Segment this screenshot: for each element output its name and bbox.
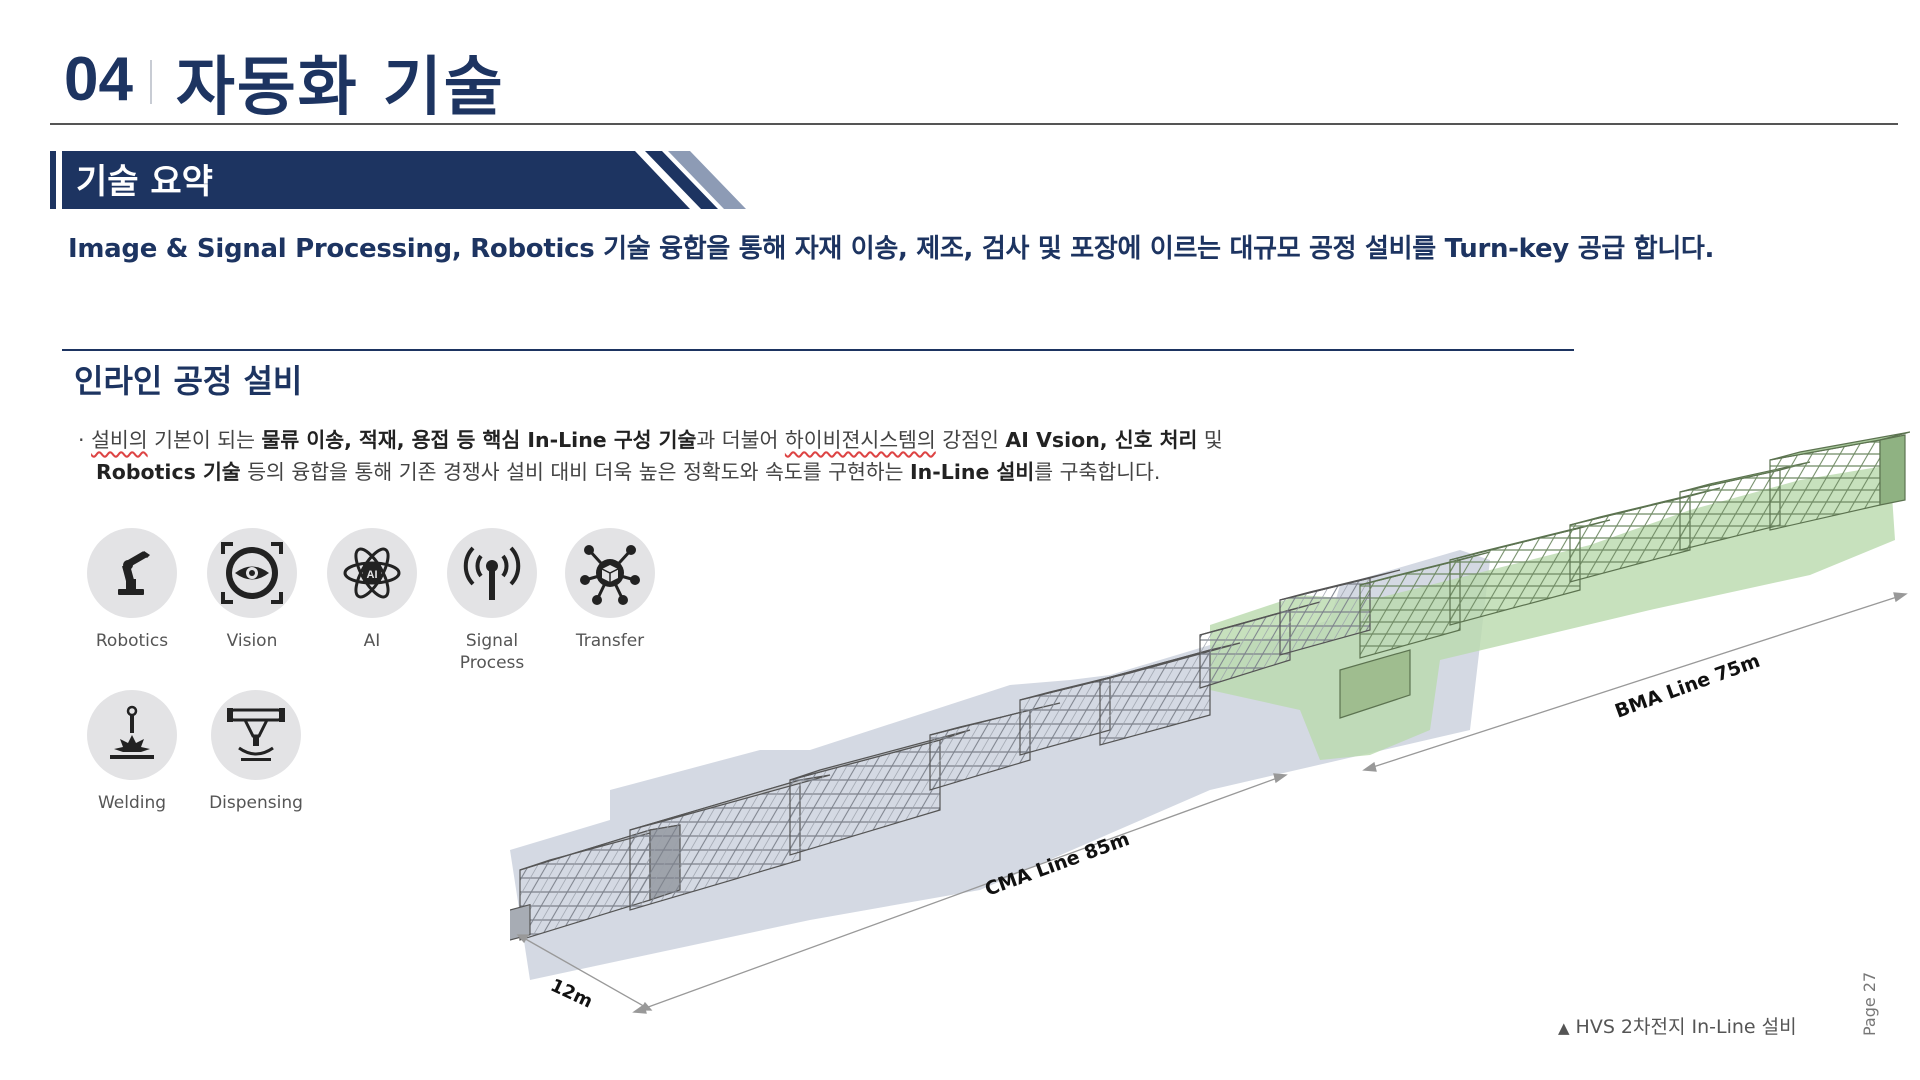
eye-scan-icon bbox=[207, 528, 297, 618]
feature-vision: Vision bbox=[182, 528, 322, 652]
summary-banner bbox=[50, 151, 746, 209]
desc-text: 하이비젼시스템의 bbox=[784, 428, 936, 452]
description-line-1: · 설비의 기본이 되는 물류 이송, 적재, 용접 등 핵심 In-Line … bbox=[78, 423, 1223, 453]
desc-text: 등의 융합을 통해 기존 경쟁사 설비 대비 더욱 높은 정확도와 속도를 구현… bbox=[240, 460, 911, 484]
feature-welding: Welding bbox=[62, 690, 202, 814]
desc-text: 기본이 되는 bbox=[147, 428, 262, 452]
desc-text: 를 구축합니다. bbox=[1034, 460, 1161, 484]
banner-title: 기술 요약 bbox=[76, 162, 213, 202]
summary-text: Image & Signal Processing, Robotics 기술 융… bbox=[68, 234, 1715, 264]
feature-label: Robotics bbox=[95, 631, 169, 651]
desc-text: 설비의 bbox=[91, 428, 148, 452]
section-rule bbox=[62, 349, 1574, 351]
feature-label: Signal Process bbox=[459, 631, 525, 673]
feature-label: AI bbox=[363, 631, 381, 651]
desc-emphasis: 물류 이송, 적재, 용접 등 핵심 In-Line 구성 기술 bbox=[261, 428, 697, 452]
signal-antenna-icon bbox=[447, 528, 537, 618]
inline-equipment-diagram bbox=[510, 431, 1910, 1014]
robot-arm-icon bbox=[87, 528, 177, 618]
description-line-2: Robotics 기술 등의 융합을 통해 기존 경쟁사 설비 대비 더욱 높은… bbox=[96, 455, 1160, 485]
section-title: 인라인 공정 설비 bbox=[74, 362, 303, 400]
desc-emphasis: Robotics 기술 bbox=[96, 460, 241, 484]
triangle-up-icon: ▲ bbox=[1558, 1019, 1570, 1037]
header-rule bbox=[50, 123, 1898, 125]
ai-atom-icon: AI bbox=[327, 528, 417, 618]
feature-label: Dispensing bbox=[209, 793, 303, 813]
desc-text: 및 bbox=[1197, 428, 1223, 452]
desc-emphasis: AI Vsion, 신호 처리 bbox=[1005, 428, 1198, 452]
desc-emphasis: In-Line 설비 bbox=[910, 460, 1035, 484]
feature-dispensing: Dispensing bbox=[186, 690, 326, 814]
section-number: 04 bbox=[64, 45, 133, 114]
desc-text: 과 더불어 bbox=[696, 428, 785, 452]
feature-robotics: Robotics bbox=[62, 528, 202, 652]
svg-text:AI: AI bbox=[367, 569, 378, 581]
diagram-caption: ▲ HVS 2차전지 In-Line 설비 bbox=[1558, 1012, 1797, 1039]
page-number: Page 27 bbox=[1860, 971, 1879, 1036]
feature-label: Welding bbox=[97, 793, 167, 813]
feature-label: Transfer bbox=[575, 631, 645, 651]
dispensing-icon bbox=[211, 690, 301, 780]
feature-label: Vision bbox=[226, 631, 278, 651]
page-title: 자동화 기술 bbox=[176, 51, 505, 125]
header-separator bbox=[150, 60, 152, 104]
desc-text: 강점인 bbox=[935, 428, 1006, 452]
bullet: · bbox=[78, 428, 85, 452]
welding-icon bbox=[87, 690, 177, 780]
network-cube-icon bbox=[565, 528, 655, 618]
caption-text: HVS 2차전지 In-Line 설비 bbox=[1575, 1016, 1797, 1038]
feature-ai: AI AI bbox=[302, 528, 442, 652]
feature-transfer: Transfer bbox=[540, 528, 680, 652]
feature-signal-process: Signal Process bbox=[422, 528, 562, 674]
